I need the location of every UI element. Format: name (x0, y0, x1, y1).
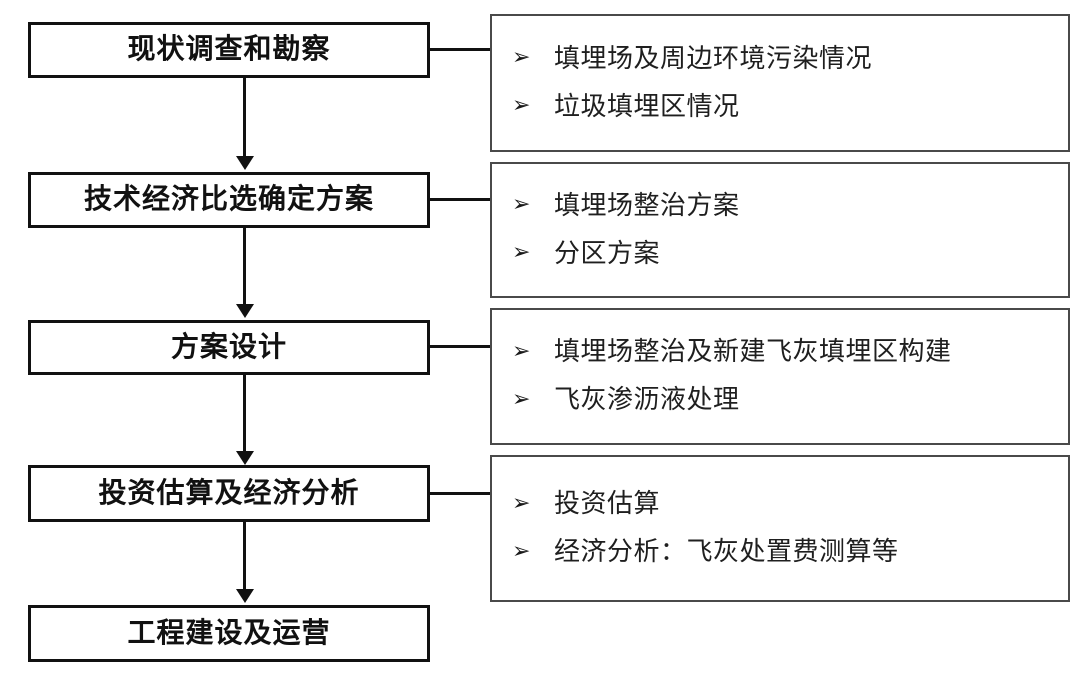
detail-text: 填埋场整治及新建飞灰填埋区构建 (554, 337, 952, 367)
detail-list-1: ➢ 填埋场及周边环境污染情况 ➢ 垃圾填埋区情况 (492, 16, 1068, 150)
flow-arrow-line-1 (243, 78, 246, 158)
list-item: ➢ 垃圾填埋区情况 (512, 83, 1058, 131)
detail-panel-2: ➢ 填埋场整治方案 ➢ 分区方案 (490, 162, 1070, 298)
detail-panel-3: ➢ 填埋场整治及新建飞灰填埋区构建 ➢ 飞灰渗沥液处理 (490, 308, 1070, 445)
list-item: ➢ 填埋场整治方案 (512, 182, 1058, 230)
stage-label-5: 工程建设及运营 (127, 617, 331, 649)
flow-arrow-line-3 (243, 375, 246, 453)
connector-stage-1-to-panel-1 (430, 48, 490, 51)
flow-arrow-head-4 (236, 589, 254, 603)
stage-label-3: 方案设计 (170, 331, 287, 363)
connector-stage-4-to-panel-4 (430, 492, 490, 495)
flow-arrow-line-4 (243, 522, 246, 591)
flow-arrow-line-2 (243, 228, 246, 306)
connector-stage-3-to-panel-3 (430, 345, 490, 348)
detail-text: 投资估算 (554, 489, 661, 519)
list-item: ➢ 填埋场及周边环境污染情况 (512, 35, 1058, 83)
detail-text: 填埋场整治方案 (554, 190, 740, 220)
stage-label-4: 投资估算及经济分析 (98, 477, 360, 509)
arrow-bullet-icon: ➢ (512, 538, 531, 564)
arrow-bullet-icon: ➢ (512, 490, 531, 516)
connector-stage-2-to-panel-2 (430, 198, 490, 201)
stage-box-3[interactable]: 方案设计 (28, 320, 430, 375)
detail-panel-4: ➢ 投资估算 ➢ 经济分析：飞灰处置费测算等 (490, 455, 1070, 602)
detail-list-4: ➢ 投资估算 ➢ 经济分析：飞灰处置费测算等 (492, 457, 1068, 600)
arrow-bullet-icon: ➢ (512, 45, 531, 70)
list-item: ➢ 填埋场整治及新建飞灰填埋区构建 (512, 329, 1058, 377)
detail-text: 填埋场及周边环境污染情况 (554, 43, 873, 73)
list-item: ➢ 经济分析：飞灰处置费测算等 (512, 529, 1058, 577)
list-item: ➢ 投资估算 (512, 481, 1058, 529)
detail-text: 分区方案 (554, 238, 661, 268)
list-item: ➢ 飞灰渗沥液处理 (512, 377, 1058, 425)
flow-arrow-head-1 (236, 156, 254, 170)
list-item: ➢ 分区方案 (512, 230, 1058, 278)
stage-box-2[interactable]: 技术经济比选确定方案 (28, 172, 430, 228)
arrow-bullet-icon: ➢ (512, 240, 531, 265)
stage-box-1[interactable]: 现状调查和勘察 (28, 22, 430, 78)
detail-text: 飞灰渗沥液处理 (554, 385, 740, 415)
stage-label-1: 现状调查和勘察 (127, 34, 331, 65)
arrow-bullet-icon: ➢ (512, 338, 531, 364)
stage-label-2: 技术经济比选确定方案 (83, 184, 374, 215)
arrow-bullet-icon: ➢ (512, 93, 531, 118)
detail-panel-1: ➢ 填埋场及周边环境污染情况 ➢ 垃圾填埋区情况 (490, 14, 1070, 152)
detail-list-2: ➢ 填埋场整治方案 ➢ 分区方案 (492, 164, 1068, 296)
stage-box-5[interactable]: 工程建设及运营 (28, 605, 430, 662)
flow-arrow-head-2 (236, 304, 254, 318)
flow-arrow-head-3 (236, 451, 254, 465)
arrow-bullet-icon: ➢ (512, 386, 531, 412)
detail-list-3: ➢ 填埋场整治及新建飞灰填埋区构建 ➢ 飞灰渗沥液处理 (492, 310, 1068, 443)
detail-text: 垃圾填埋区情况 (554, 91, 740, 121)
arrow-bullet-icon: ➢ (512, 192, 531, 217)
detail-text: 经济分析：飞灰处置费测算等 (554, 537, 899, 567)
stage-box-4[interactable]: 投资估算及经济分析 (28, 465, 430, 522)
